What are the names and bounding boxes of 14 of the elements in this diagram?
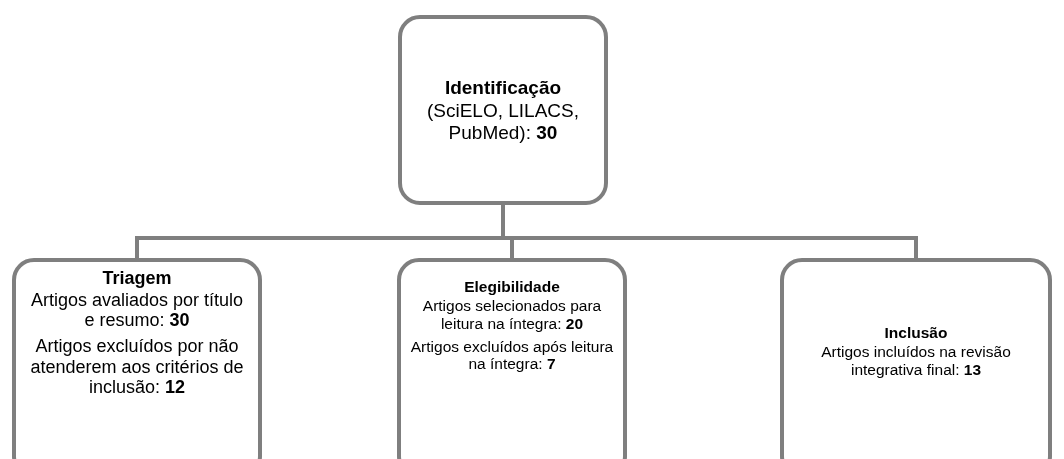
process-box (12, 258, 262, 459)
process-box (397, 258, 627, 459)
box-text: Artigos selecionados para leitura na íntegra: 20 (421, 297, 603, 333)
box-text: (SciELO, LILACS, PubMed): 30 (425, 100, 581, 143)
box-heading: Inclusão (884, 323, 948, 342)
process-box (398, 15, 608, 205)
box-heading: Identificação (444, 77, 562, 99)
box-heading: Elegibilidade (464, 278, 560, 296)
box-text: Artigos avaliados por título e resumo: 30 (29, 290, 245, 331)
process-box (780, 258, 1052, 459)
box-text: Artigos incluídos na revisão integrativa final: 13 (820, 343, 1012, 379)
box-heading: Triagem (102, 268, 172, 289)
box-text: Artigos excluídos após leitura na íntegra: 7 (409, 338, 615, 373)
box-text: Artigos excluídos por não atenderem aos critérios de inclusão: 12 (29, 336, 245, 397)
